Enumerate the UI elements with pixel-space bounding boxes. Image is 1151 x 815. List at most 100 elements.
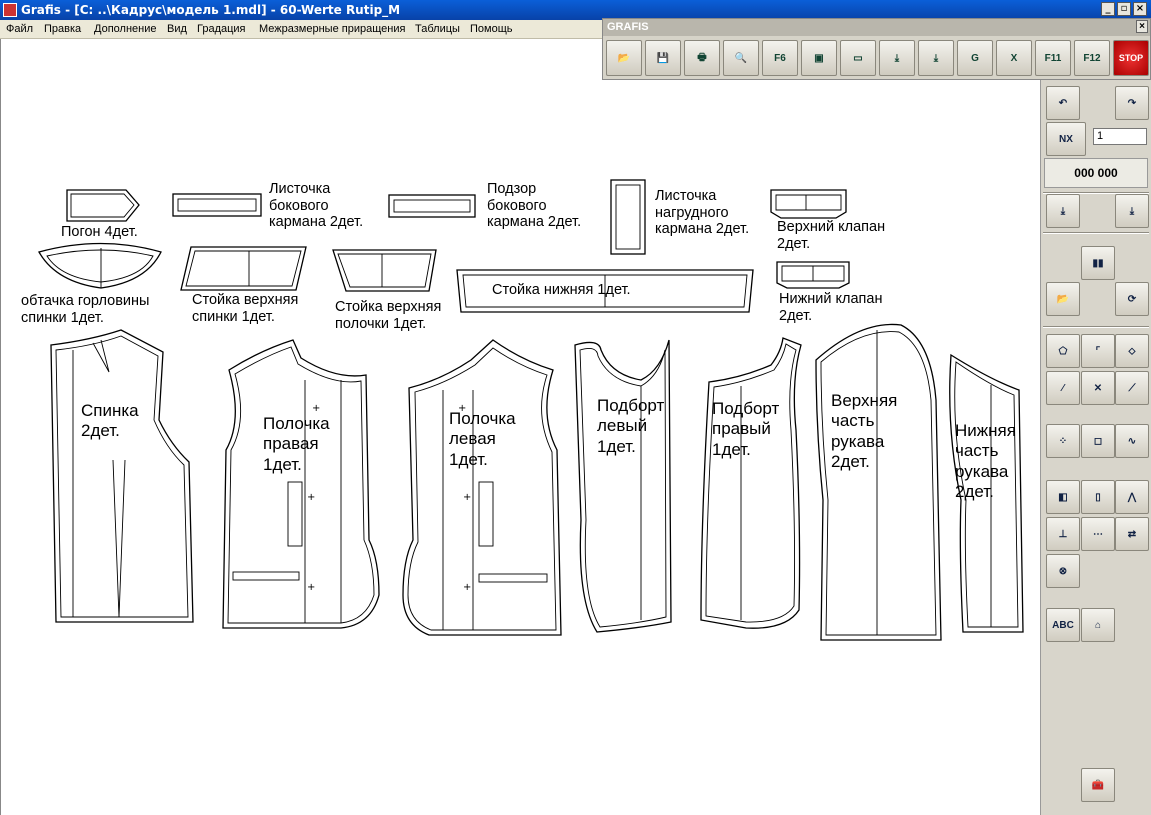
menu-increments[interactable]: Межразмерные приращения [259, 23, 406, 35]
pattern-listochka-bok [172, 193, 262, 217]
delete-circle-icon[interactable]: ⊗ [1046, 554, 1080, 588]
tool-panel: ↶ ↷ NX 1 000 000 ⤓ ⤓ ▮▮ 📂 ⟳ ⬠ ⌜ ⬦ ⁄ ✕ ⟋ … [1040, 80, 1151, 815]
label-rukav-verh: Верхняя часть рукава 2дет. [831, 391, 898, 472]
curve-icon[interactable]: ∿ [1115, 424, 1149, 458]
download-icon[interactable]: ⤓ [879, 40, 915, 76]
corner-line-icon[interactable]: ⌜ [1081, 334, 1115, 368]
app-icon[interactable] [3, 3, 17, 17]
save-icon[interactable]: 💾 [645, 40, 681, 76]
window-title: Grafis - [C: ..\Кадрус\модель 1.mdl] - 6… [21, 3, 401, 17]
x-table-icon[interactable]: X [996, 40, 1032, 76]
title-bar: Grafis - [C: ..\Кадрус\модель 1.mdl] - 6… [0, 0, 1151, 20]
dart-icon[interactable]: ⋀ [1115, 480, 1149, 514]
drawing-canvas[interactable]: +++ +++ Погон 4дет. Листочка бокового ка… [0, 39, 1041, 815]
stitch-icon[interactable]: ⋯ [1081, 517, 1115, 551]
minimize-button[interactable]: _ [1101, 2, 1115, 16]
pattern-stoika-nizh [456, 269, 754, 313]
grain-line-icon[interactable]: ⊥ [1046, 517, 1080, 551]
pattern-spinka [50, 329, 194, 623]
grafis-toolbar[interactable]: GRAFIS × 📂 💾 🖶 🔍 F6 ▣ ▭ ⤓ ⤓ G X F11 F12 … [602, 18, 1151, 80]
toolbox-icon[interactable]: 🧰 [1081, 768, 1115, 802]
menu-file[interactable]: Файл [6, 23, 34, 35]
nx-icon[interactable]: NX [1046, 122, 1086, 156]
piece-outline-icon[interactable]: ⬠ [1046, 334, 1080, 368]
pattern-rukav-nizh [949, 353, 1024, 633]
points-icon[interactable]: ⁘ [1046, 424, 1080, 458]
measure-tape-icon[interactable]: ▭ [840, 40, 876, 76]
label-stoika-spinki: Стойка верхняя спинки 1дет. [192, 292, 299, 325]
pattern-pogon [66, 189, 140, 222]
menu-grading[interactable]: Градация [197, 23, 246, 35]
pattern-podbort-lev [574, 339, 672, 633]
svg-text:+: + [463, 492, 471, 503]
text-tool-icon[interactable]: ABC [1046, 608, 1080, 642]
swap-icon[interactable]: ⇄ [1115, 517, 1149, 551]
pattern-rukav-verh [815, 323, 942, 641]
redo-icon[interactable]: ↷ [1115, 86, 1149, 120]
undo-icon[interactable]: ↶ [1046, 86, 1080, 120]
menu-tables[interactable]: Таблицы [415, 23, 460, 35]
label-rukav-nizh: Нижняя часть рукава 2дет. [955, 421, 1016, 502]
toolbar-close-button[interactable]: × [1136, 20, 1148, 33]
menu-view[interactable]: Вид [167, 23, 187, 35]
pattern-klapan-nizh [776, 261, 850, 289]
pattern-podbort-prav [700, 337, 802, 629]
shapes-icon[interactable]: ◻ [1081, 424, 1115, 458]
figures-icon[interactable]: ▮▮ [1081, 246, 1115, 280]
mirror-piece-icon[interactable]: ⬦ [1115, 334, 1149, 368]
menu-help[interactable]: Помощь [470, 23, 513, 35]
panel-separator [1043, 326, 1149, 328]
label-pogon: Погон 4дет. [61, 224, 138, 240]
panel-separator [1043, 192, 1149, 194]
f6-fit-icon[interactable]: F6 [762, 40, 798, 76]
label-polochka-prav: Полочка правая 1дет. [263, 414, 330, 474]
line-points-icon[interactable]: ⁄ [1046, 371, 1080, 405]
download-green-panel-icon[interactable]: ⤓ [1115, 194, 1149, 228]
piece-measure-icon[interactable]: ⌂ [1081, 608, 1115, 642]
dart-piece-icon[interactable]: ◧ [1046, 480, 1080, 514]
panel-separator [1043, 232, 1149, 234]
zoom-icon[interactable]: 🔍 [723, 40, 759, 76]
print-icon[interactable]: 🖶 [684, 40, 720, 76]
svg-text:+: + [307, 492, 315, 503]
download-green-icon[interactable]: ⤓ [918, 40, 954, 76]
g-table-icon[interactable]: G [957, 40, 993, 76]
svg-text:+: + [458, 403, 466, 414]
svg-text:+: + [312, 403, 320, 414]
label-obtachka: обтачка горловины спинки 1дет. [21, 293, 150, 326]
label-stoika-polochki: Стойка верхняя полочки 1дет. [335, 299, 442, 332]
menu-addition[interactable]: Дополнение [94, 23, 157, 35]
coordinate-counter: 000 000 [1044, 158, 1148, 188]
nx-input[interactable]: 1 [1093, 128, 1147, 145]
label-podbort-prav: Подборт правый 1дет. [712, 399, 780, 459]
open-folder-icon[interactable]: 📂 [606, 40, 642, 76]
open-panel-icon[interactable]: 📂 [1046, 282, 1080, 316]
pattern-stoika-spinki [180, 246, 307, 291]
rotate-icon[interactable]: ⟳ [1115, 282, 1149, 316]
diagonal-line-icon[interactable]: ⟋ [1115, 371, 1149, 405]
pattern-polochka-lev [402, 339, 562, 636]
stop-icon[interactable]: STOP [1113, 40, 1149, 76]
toolbar-caption[interactable]: GRAFIS × [603, 19, 1150, 36]
menu-edit[interactable]: Правка [44, 23, 82, 35]
maximize-button[interactable]: ▫ [1117, 2, 1131, 16]
close-button[interactable]: × [1133, 2, 1147, 16]
label-listochka-nag: Листочка нагрудного кармана 2дет. [655, 188, 750, 238]
label-podzor: Подзор бокового кармана 2дет. [487, 181, 582, 231]
label-spinka: Спинка 2дет. [81, 401, 139, 441]
label-stoika-nizh: Стойка нижняя 1дет. [492, 282, 631, 298]
f12-icon[interactable]: F12 [1074, 40, 1110, 76]
pattern-drawing: +++ +++ [38, 179, 1024, 641]
pattern-podzor [388, 194, 476, 218]
f11-icon[interactable]: F11 [1035, 40, 1071, 76]
download-blue-icon[interactable]: ⤓ [1046, 194, 1080, 228]
toolbar-title: GRAFIS [607, 21, 649, 33]
intersect-icon[interactable]: ✕ [1081, 371, 1115, 405]
pattern-klapan-verh [770, 189, 847, 219]
svg-text:+: + [463, 582, 471, 593]
panel-piece-icon[interactable]: ▯ [1081, 480, 1115, 514]
pattern-obtachka [38, 242, 162, 289]
pattern-polochka-prav [222, 339, 380, 629]
pattern-stoika-polochki [332, 249, 437, 292]
frame-icon[interactable]: ▣ [801, 40, 837, 76]
